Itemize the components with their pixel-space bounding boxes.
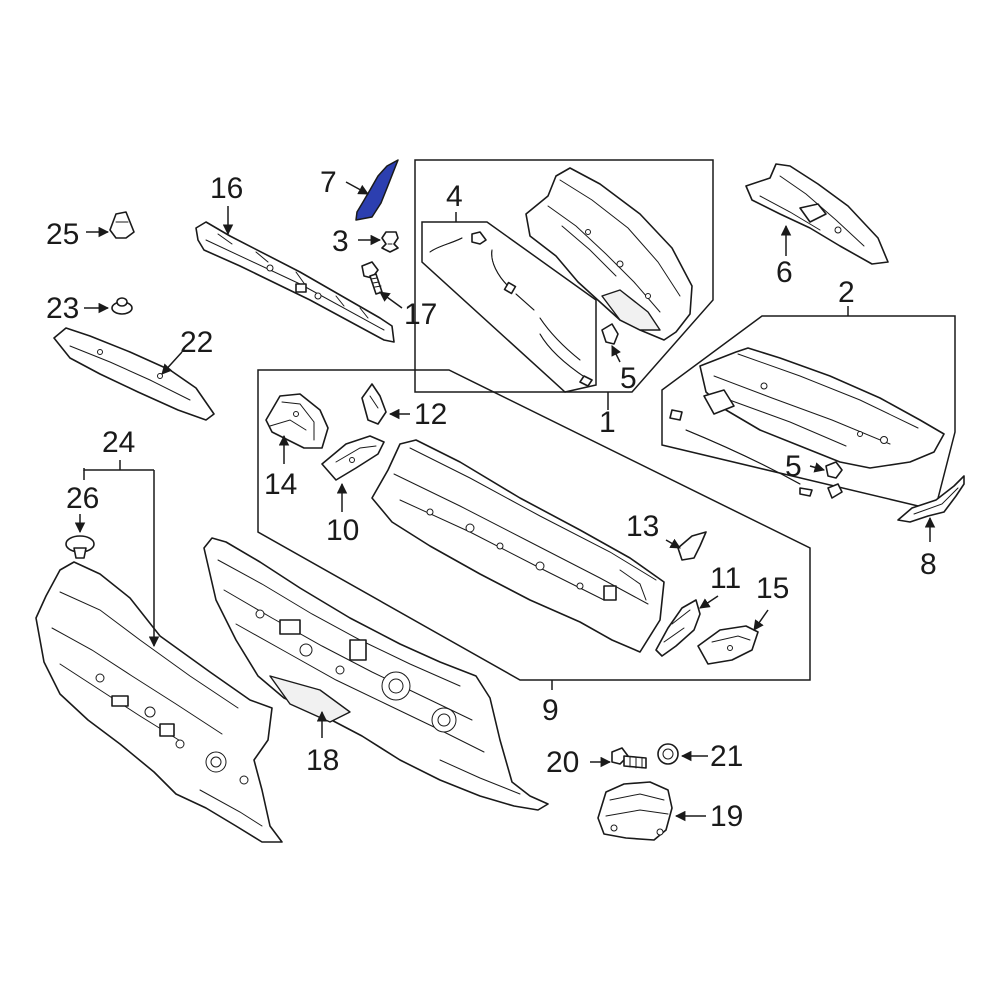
- part-22[interactable]: [53, 327, 215, 421]
- callout-23: 23: [46, 292, 79, 325]
- callout-6: 6: [776, 256, 793, 289]
- callout-22: 22: [180, 326, 213, 359]
- callout-2: 2: [838, 276, 855, 309]
- callout-16: 16: [210, 172, 243, 205]
- part-23[interactable]: [111, 297, 133, 315]
- callout-14: 14: [264, 468, 297, 501]
- part-11[interactable]: [655, 599, 701, 657]
- part-14[interactable]: [265, 393, 329, 449]
- part-4[interactable]: [429, 231, 593, 387]
- part-13[interactable]: [677, 531, 707, 561]
- part-12[interactable]: [361, 383, 387, 425]
- leader-lines: [74, 181, 936, 822]
- callout-25: 25: [46, 218, 79, 251]
- part-20[interactable]: [611, 747, 647, 769]
- part-5-lower[interactable]: [825, 461, 843, 479]
- callout-26: 26: [66, 482, 99, 515]
- callout-10: 10: [326, 514, 359, 547]
- part-15[interactable]: [697, 625, 759, 665]
- callout-labels: 1 2 3 4 5 5 6 7 8 9 10 11 12 13 14 15 16…: [46, 166, 937, 833]
- group-box-1: [414, 159, 714, 393]
- part-2[interactable]: [669, 347, 945, 499]
- callout-7: 7: [320, 166, 337, 199]
- part-17[interactable]: [361, 261, 383, 295]
- part-5-upper[interactable]: [601, 323, 619, 345]
- part-3[interactable]: [381, 231, 399, 253]
- part-6[interactable]: [745, 163, 889, 265]
- callout-19: 19: [710, 800, 743, 833]
- callout-17: 17: [404, 298, 437, 331]
- callout-24: 24: [102, 426, 135, 459]
- part-8[interactable]: [897, 475, 965, 523]
- callout-1: 1: [599, 406, 616, 439]
- part-26[interactable]: [65, 535, 95, 559]
- part-21[interactable]: [657, 743, 679, 765]
- part-24[interactable]: [35, 561, 283, 843]
- callout-8: 8: [920, 548, 937, 581]
- callout-9: 9: [542, 694, 559, 727]
- group-box-2: [661, 315, 956, 511]
- callout-12: 12: [414, 398, 447, 431]
- part-7-highlighted[interactable]: [355, 159, 399, 221]
- part-1[interactable]: [525, 167, 693, 341]
- part-10[interactable]: [321, 435, 385, 481]
- callout-5-upper: 5: [620, 362, 637, 395]
- part-18[interactable]: [203, 537, 549, 811]
- callout-4: 4: [446, 180, 463, 213]
- part-9[interactable]: [371, 439, 665, 653]
- callout-20: 20: [546, 746, 579, 779]
- callout-5-lower: 5: [785, 450, 802, 483]
- callout-15: 15: [756, 572, 789, 605]
- part-19[interactable]: [597, 781, 673, 841]
- part-25[interactable]: [109, 211, 135, 239]
- group-box-4: [421, 221, 597, 393]
- part-16[interactable]: [195, 221, 395, 343]
- callout-3: 3: [332, 225, 349, 258]
- callout-21: 21: [710, 740, 743, 773]
- callout-11: 11: [710, 562, 741, 595]
- group-box-9: [257, 369, 811, 681]
- callout-13: 13: [626, 510, 659, 543]
- callout-18: 18: [306, 744, 339, 777]
